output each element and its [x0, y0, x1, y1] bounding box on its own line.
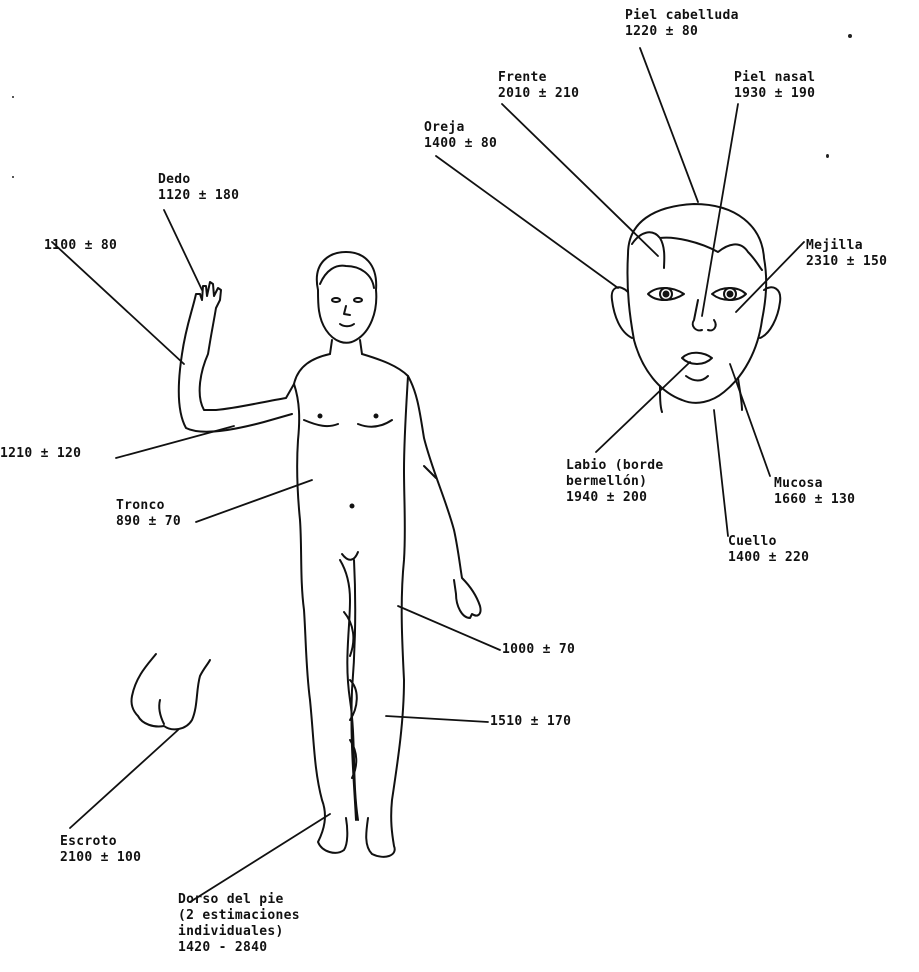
leader-tronco — [196, 480, 312, 522]
tronco-value: 890 ± 70 — [116, 514, 181, 530]
leader-piel-cabelluda — [640, 48, 698, 202]
label-muslo: 1000 ± 70 — [502, 642, 575, 658]
leader-piel-nasal — [702, 104, 738, 316]
label-mano: 1100 ± 80 — [44, 238, 117, 254]
leader-frente — [502, 104, 658, 256]
label-escroto: Escroto 2100 ± 100 — [60, 834, 141, 866]
piel-nasal-value: 1930 ± 190 — [734, 86, 815, 102]
leader-oreja — [436, 156, 618, 288]
leader-brazo — [116, 426, 234, 458]
dorso-pie-name-1: Dorso del pie — [178, 892, 300, 908]
mucosa-value: 1660 ± 130 — [774, 492, 855, 508]
scan-speck — [826, 154, 829, 158]
dorso-pie-value: 1420 - 2840 — [178, 940, 300, 956]
body-outline — [179, 252, 481, 857]
closeup-hairline — [632, 232, 762, 270]
piel-cabelluda-value: 1220 ± 80 — [625, 24, 739, 40]
label-frente: Frente 2010 ± 210 — [498, 70, 579, 102]
leader-dedo — [164, 210, 202, 290]
labio-name-2: bermellón) — [566, 474, 664, 490]
leader-mano — [52, 242, 184, 364]
piel-cabelluda-name: Piel cabelluda — [625, 8, 739, 24]
label-brazo: 1210 ± 120 — [0, 446, 81, 462]
oreja-name: Oreja — [424, 120, 497, 136]
brazo-value: 1210 ± 120 — [0, 446, 81, 462]
escroto-name: Escroto — [60, 834, 141, 850]
label-dorso-pie: Dorso del pie (2 estimaciones individual… — [178, 892, 300, 956]
body-hair — [320, 266, 374, 288]
label-mejilla: Mejilla 2310 ± 150 — [806, 238, 887, 270]
muslo-value: 1000 ± 70 — [502, 642, 575, 658]
scan-speck — [12, 176, 14, 178]
label-piel-nasal: Piel nasal 1930 ± 190 — [734, 70, 815, 102]
escroto-value: 2100 ± 100 — [60, 850, 141, 866]
label-labio: Labio (borde bermellón) 1940 ± 200 — [566, 458, 664, 506]
label-oreja: Oreja 1400 ± 80 — [424, 120, 497, 152]
frente-name: Frente — [498, 70, 579, 86]
scan-speck — [848, 34, 852, 38]
label-piel-cabelluda: Piel cabelluda 1220 ± 80 — [625, 8, 739, 40]
label-dedo: Dedo 1120 ± 180 — [158, 172, 239, 204]
leader-cuello — [714, 410, 728, 536]
scrotum-sketch — [131, 654, 210, 729]
mano-value: 1100 ± 80 — [44, 238, 117, 254]
labio-value: 1940 ± 200 — [566, 490, 664, 506]
dedo-value: 1120 ± 180 — [158, 188, 239, 204]
cuello-value: 1400 ± 220 — [728, 550, 809, 566]
label-mucosa: Mucosa 1660 ± 130 — [774, 476, 855, 508]
leader-escroto — [70, 730, 178, 828]
scan-speck — [12, 96, 14, 98]
leader-mucosa — [730, 364, 770, 476]
labio-name-1: Labio (borde — [566, 458, 664, 474]
pierna-value: 1510 ± 170 — [490, 714, 571, 730]
dedo-name: Dedo — [158, 172, 239, 188]
body-right-shoulder-arm — [362, 354, 481, 618]
oreja-value: 1400 ± 80 — [424, 136, 497, 152]
body-left-shoulder-arm — [179, 282, 330, 432]
mejilla-name: Mejilla — [806, 238, 887, 254]
mucosa-name: Mucosa — [774, 476, 855, 492]
mejilla-value: 2310 ± 150 — [806, 254, 887, 270]
leader-muslo — [398, 606, 500, 650]
cuello-name: Cuello — [728, 534, 809, 550]
leader-mejilla — [736, 242, 804, 312]
label-pierna: 1510 ± 170 — [490, 714, 571, 730]
dorso-pie-name-2: (2 estimaciones — [178, 908, 300, 924]
tronco-name: Tronco — [116, 498, 181, 514]
label-cuello: Cuello 1400 ± 220 — [728, 534, 809, 566]
piel-nasal-name: Piel nasal — [734, 70, 815, 86]
frente-value: 2010 ± 210 — [498, 86, 579, 102]
leader-labio — [596, 362, 690, 452]
dorso-pie-name-3: individuales) — [178, 924, 300, 940]
body-torso-left — [294, 384, 347, 853]
label-tronco: Tronco 890 ± 70 — [116, 498, 181, 530]
leader-dorso-pie — [190, 814, 330, 902]
